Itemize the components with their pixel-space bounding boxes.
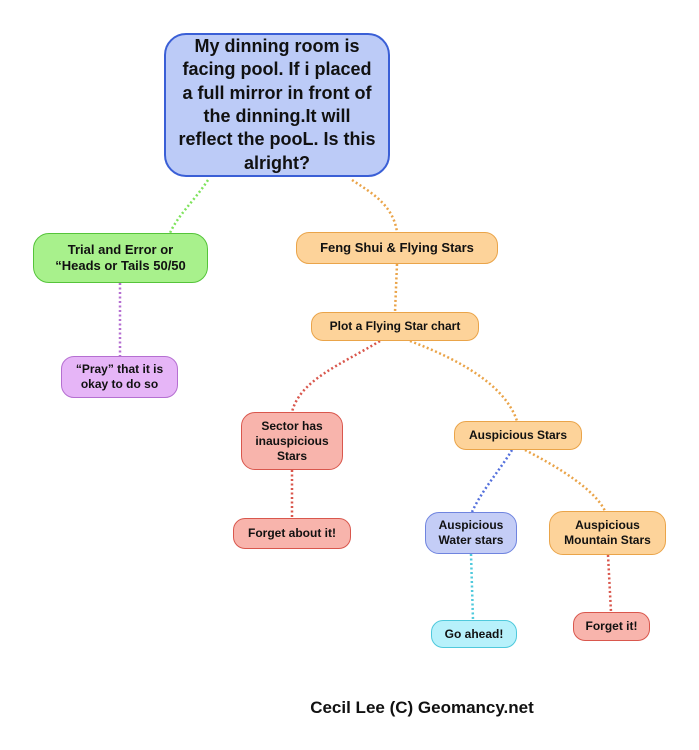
connector-mountain-forget bbox=[606, 554, 613, 613]
forget-it-node: Forget it! bbox=[573, 612, 650, 641]
auspicious-stars-node: Auspicious Stars bbox=[454, 421, 582, 450]
connector-root-trial bbox=[168, 179, 210, 234]
forget-about-it-text: Forget about it! bbox=[248, 526, 336, 540]
sector-inauspicious-node: Sector has inauspicious Stars bbox=[241, 412, 343, 470]
connector-plot-auspicious bbox=[409, 339, 519, 422]
trial-and-error-node: Trial and Error or “Heads or Tails 50/50 bbox=[33, 233, 208, 283]
root-question-text: My dinning room is facing pool. If i pla… bbox=[178, 35, 376, 173]
connector-plot-sector bbox=[290, 339, 381, 413]
connector-root-feng bbox=[351, 178, 399, 233]
connector-water-goahead bbox=[469, 553, 475, 621]
auspicious-stars-text: Auspicious Stars bbox=[468, 428, 568, 442]
water-stars-text: Auspicious Water stars bbox=[438, 518, 504, 547]
forget-about-it-node: Forget about it! bbox=[233, 518, 351, 549]
connector-auspicious-water bbox=[470, 449, 514, 513]
pray-node: “Pray” that it is okay to do so bbox=[61, 356, 178, 398]
connector-feng-plot bbox=[393, 263, 399, 313]
trial-and-error-text: Trial and Error or “Heads or Tails 50/50 bbox=[55, 241, 186, 273]
root-question-node: My dinning room is facing pool. If i pla… bbox=[164, 33, 390, 177]
plot-chart-text: Plot a Flying Star chart bbox=[329, 319, 461, 333]
forget-it-text: Forget it! bbox=[585, 619, 638, 633]
water-stars-node: Auspicious Water stars bbox=[425, 512, 517, 554]
pray-text: “Pray” that it is okay to do so bbox=[75, 362, 164, 391]
feng-shui-text: Feng Shui & Flying Stars bbox=[320, 239, 474, 255]
mountain-stars-text: Auspicious Mountain Stars bbox=[564, 518, 651, 547]
plot-chart-node: Plot a Flying Star chart bbox=[311, 312, 479, 341]
copyright-footer: Cecil Lee (C) Geomancy.net bbox=[310, 698, 534, 717]
connector-auspicious-mountain bbox=[524, 448, 607, 512]
sector-inauspicious-text: Sector has inauspicious Stars bbox=[255, 418, 329, 463]
go-ahead-text: Go ahead! bbox=[444, 626, 504, 641]
feng-shui-node: Feng Shui & Flying Stars bbox=[296, 232, 498, 264]
go-ahead-node: Go ahead! bbox=[431, 620, 517, 648]
mountain-stars-node: Auspicious Mountain Stars bbox=[549, 511, 666, 555]
